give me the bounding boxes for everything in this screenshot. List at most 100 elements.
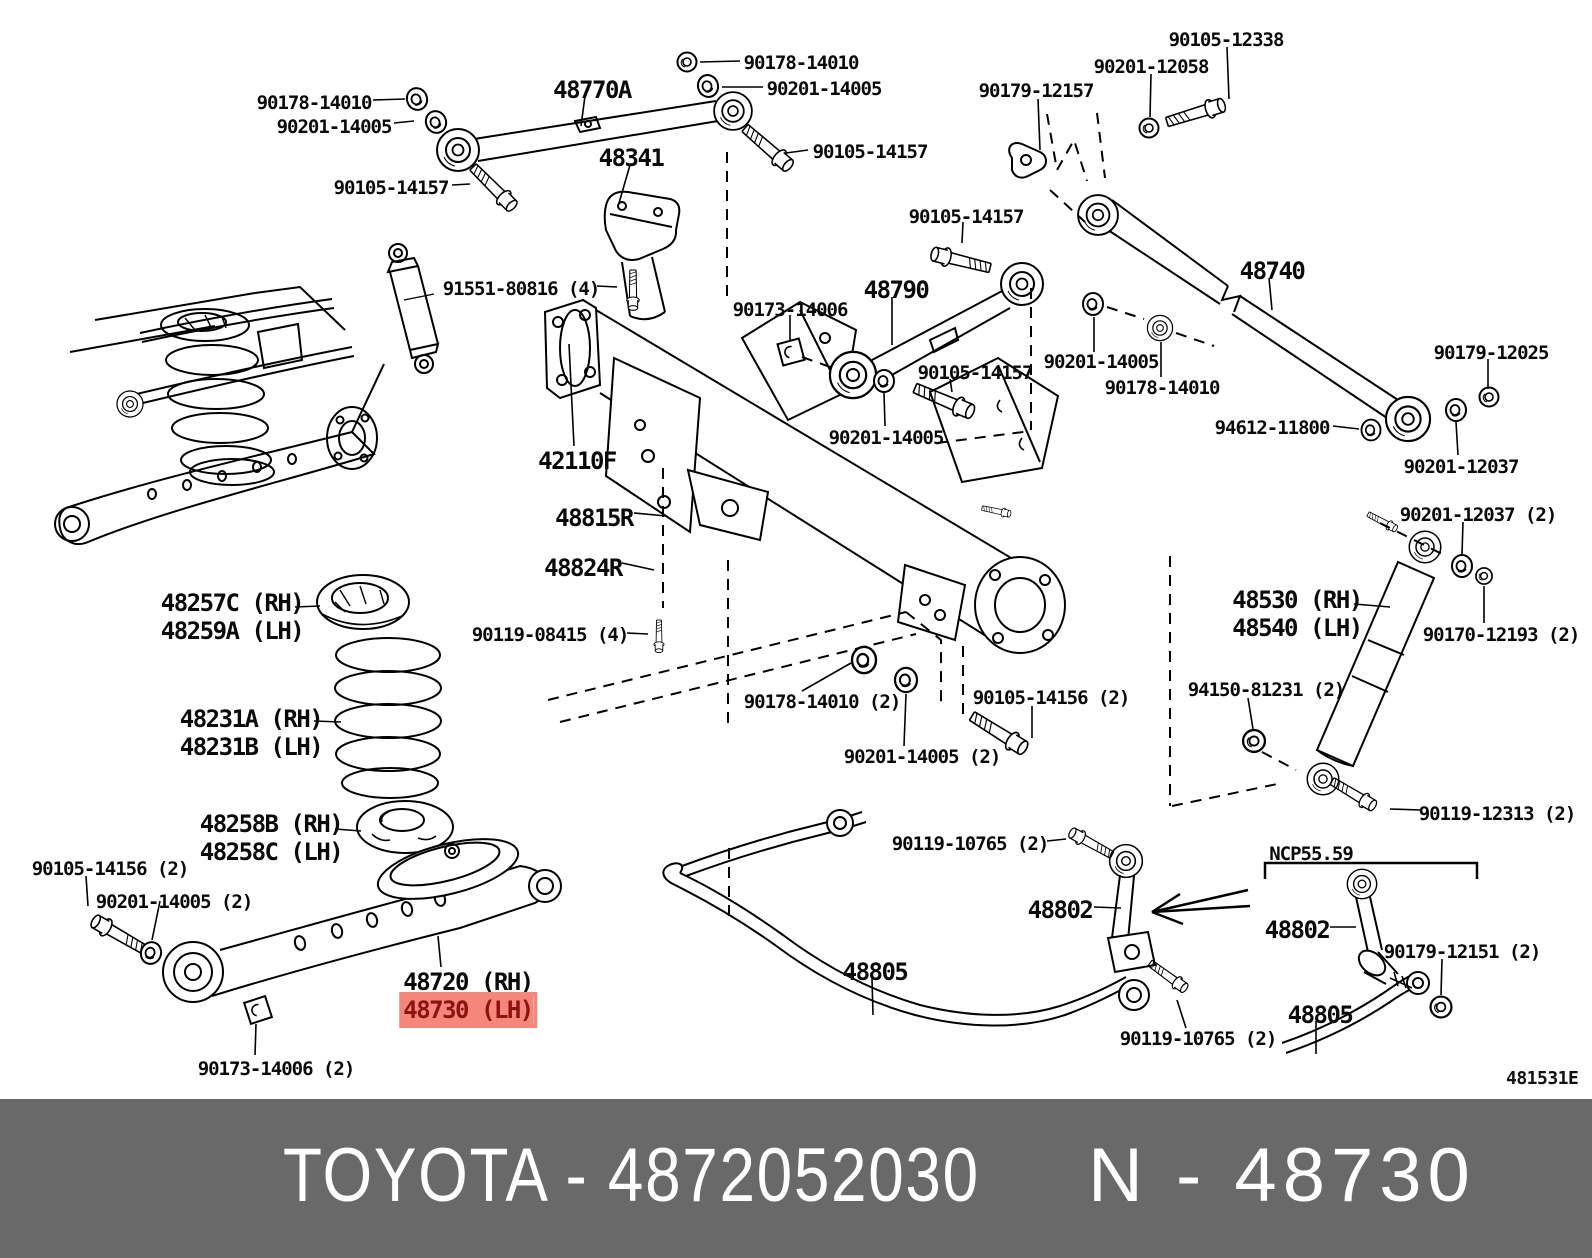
bolt-icon (1327, 773, 1380, 815)
washer-icon (1082, 292, 1104, 316)
part-label-bracket-ncp5559: NCP55.59 (1269, 843, 1354, 866)
footer-bar: TOYOTA - 4872052030 N - 48730 (0, 1099, 1592, 1258)
part-number-text: 48815R (555, 504, 634, 532)
nut-icon (1475, 567, 1493, 585)
part-number-text: 90105-14157 (812, 141, 929, 163)
washer-icon (893, 666, 919, 694)
bolt-icon (928, 243, 994, 278)
part-number-text: 48730 (LH) (403, 996, 534, 1025)
part-number-text: 90178-14010 (743, 52, 860, 74)
part-number-text: 90105-14157 (917, 362, 1034, 384)
part-number-text: 90105-14156 (2) (31, 858, 190, 880)
part-label-bolt-90105-14157-a: 90105-14157 (334, 177, 450, 200)
part-label-seat-48258b-48258c: 48258B (RH)48258C (LH) (200, 810, 344, 867)
bushing-icon (116, 390, 144, 418)
part-number-text: 90179-12151 (2) (1383, 941, 1542, 963)
part-number-text: 90178-14010 (256, 92, 373, 114)
part-label-washer-90201-14005-d: 90201-14005 (828, 427, 945, 450)
spring-seat-lower-48258-art (356, 800, 454, 854)
part-label-bolt-90105-14156-2b: 90105-14156 (2) (31, 858, 190, 881)
part-number-text: 90201-14005 (1043, 351, 1160, 373)
body-clamp-art (1008, 142, 1047, 179)
part-label-clamp-90179-12157: 90179-12157 (978, 80, 1095, 103)
bolt-icon (1065, 824, 1117, 863)
part-number-text: 48805 (1287, 1001, 1354, 1029)
part-label-link-48802-a: 48802 (1028, 896, 1094, 924)
leader-lines (85, 46, 1489, 1056)
part-number-text: 90201-14005 (2) (843, 746, 1002, 768)
stud-bolt-icon (1365, 509, 1400, 535)
part-number-text: 90201-14005 (276, 116, 393, 138)
part-label-beam-42110f: 42110F (538, 447, 617, 475)
footer-n-number: N - 48730 (1088, 1132, 1476, 1218)
bushing-icon (1241, 728, 1267, 754)
part-number-text: 48341 (598, 144, 665, 172)
part-label-washer-90201-12037-2: 90201-12037 (2) (1399, 504, 1558, 527)
nut-icon (850, 645, 878, 675)
part-label-washer-90201-14005-b: 90201-14005 (766, 78, 883, 101)
grommet-icon (1146, 314, 1174, 342)
washer-icon (694, 71, 722, 101)
part-label-rod-48740: 48740 (1240, 257, 1306, 285)
nut-icon (1429, 995, 1453, 1019)
part-label-plate-90173-14006: 90173-14006 (733, 299, 849, 322)
washer-icon (1360, 418, 1382, 442)
part-number-text: 90201-12037 (1403, 456, 1520, 478)
rod-eye-bushing-icon (436, 128, 480, 172)
part-number-text: 90178-14010 (1104, 377, 1221, 399)
highlighted-part-number: 48730 (LH) (403, 996, 534, 1025)
part-label-nut-90179-12025: 90179-12025 (1433, 342, 1550, 365)
part-number-text: 90173-14006 (2) (197, 1058, 356, 1080)
part-number-text: 48530 (RH) (1232, 586, 1363, 614)
part-number-text: 90179-12157 (978, 80, 1095, 102)
part-number-text: 91551-80816 (4) (442, 278, 601, 300)
part-number-text: 90201-14005 (766, 78, 883, 100)
part-label-seat-48257c-48259a: 48257C (RH)48259A (LH) (160, 589, 305, 646)
part-number-text: 48802 (1264, 916, 1331, 944)
part-number-text: 90119-12313 (2) (1418, 803, 1577, 825)
part-label-plate-90173-14006-2: 90173-14006 (2) (197, 1058, 356, 1081)
part-label-washer-90201-14005-c: 90201-14005 (1043, 351, 1160, 374)
part-label-bolt-90105-14156-2a: 90105-14156 (2) (973, 687, 1131, 710)
rod-eye-bushing-icon (713, 91, 753, 131)
part-label-bolt-90119-10765-b: 90119-10765 (2) (1119, 1028, 1278, 1051)
bolt-icon (653, 619, 665, 653)
part-label-nut-90178-14010-2: 90178-14010 (2) (744, 691, 902, 714)
part-label-nut-90178-14010-a: 90178-14010 (256, 92, 373, 115)
part-number-text: 90179-12025 (1433, 342, 1550, 364)
part-label-washer-90201-14005-2a: 90201-14005 (2) (843, 746, 1002, 769)
part-label-bush-48815r: 48815R (555, 504, 634, 532)
part-label-washer-94612-11800: 94612-11800 (1215, 417, 1331, 440)
lateral-rod-48790-art (828, 262, 1044, 400)
part-label-shock-48530-48540: 48530 (RH)48540 (LH) (1232, 586, 1363, 643)
part-label-bush-94150-81231: 94150-81231 (2) (1188, 679, 1346, 702)
ncp-model-bracket (1263, 861, 1479, 879)
assembled-suspension-overview-art (54, 243, 440, 546)
coil-spring-48231-art (334, 637, 442, 799)
part-label-nut-90179-12151: 90179-12151 (2) (1383, 941, 1542, 964)
direction-arrow (1151, 888, 1251, 926)
part-label-rod-48770a: 48770A (553, 76, 632, 104)
link-bushing-icon (1346, 868, 1378, 900)
part-label-washer-90201-14005-a: 90201-14005 (276, 116, 393, 139)
part-number-text: 48770A (553, 76, 632, 104)
part-label-bar-48805-a: 48805 (843, 958, 909, 986)
part-number-text: 90105-12338 (1168, 29, 1285, 51)
nut-icon (402, 84, 432, 114)
lateral-rod-48740-art (1077, 194, 1432, 443)
part-number-text: 48231B (LH) (179, 733, 324, 762)
bolt-icon (738, 120, 798, 176)
rod-eye-bushing-icon (1000, 262, 1044, 306)
part-number-text: 48259A (LH) (160, 617, 305, 646)
construction-dashed-lines (547, 112, 1447, 922)
part-label-nut-90170-12193: 90170-12193 (2) (1423, 624, 1581, 647)
shock-absorber-48530-art (1306, 509, 1442, 796)
part-label-link-48802-b: 48802 (1264, 916, 1331, 944)
bolt-icon (626, 269, 640, 311)
part-label-nut-90178-14010-b: 90178-14010 (743, 52, 860, 75)
part-number-text: 90119-10765 (2) (1119, 1028, 1278, 1050)
part-number-text: 90201-12037 (2) (1399, 504, 1558, 526)
part-number-text: 90201-14005 (828, 427, 945, 449)
nut-icon (676, 51, 698, 73)
rod-eye-bushing-icon (1384, 395, 1432, 443)
